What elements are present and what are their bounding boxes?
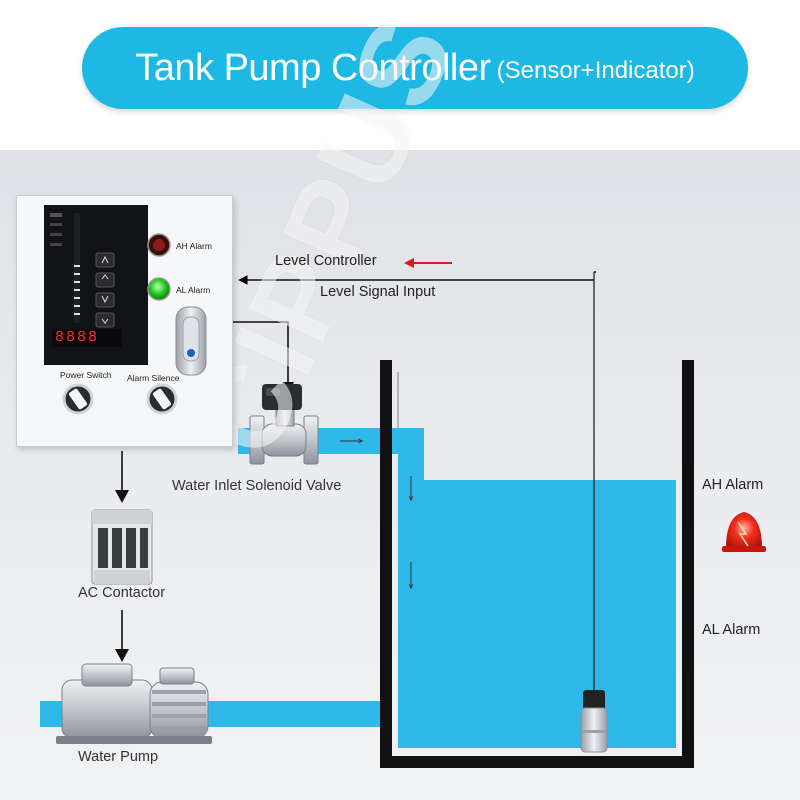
red-arrow-head — [404, 258, 414, 268]
contactor-arrow-head — [115, 490, 129, 503]
tank-water — [398, 480, 676, 748]
meter-buttons[interactable] — [95, 252, 115, 328]
tank-wall — [380, 360, 694, 768]
alarm-silence-label: Alarm Silence — [127, 373, 180, 383]
alarm-beacon-icon — [722, 512, 766, 552]
water-pump-illustration — [56, 663, 212, 744]
pump-arrow-head — [115, 649, 129, 662]
al-level-marker — [682, 625, 694, 635]
ac-contactor-label: AC Contactor — [78, 585, 166, 601]
panel-al-alarm-label: AL Alarm — [176, 285, 211, 295]
level-controller-label: Level Controller — [275, 253, 377, 269]
banner-title: Tank Pump Controller — [135, 46, 491, 89]
al-alarm-lamp — [147, 277, 171, 301]
panel-ah-alarm-label: AH Alarm — [176, 241, 212, 251]
ah-level-marker — [682, 481, 694, 491]
solenoid-valve-label: Water Inlet Solenoid Valve — [172, 478, 342, 494]
water-pump-label: Water Pump — [78, 749, 159, 765]
ac-contactor — [91, 509, 153, 585]
alarm-silence-knob[interactable] — [146, 383, 178, 415]
level-signal-input-label: Level Signal Input — [320, 284, 436, 300]
tank-al-alarm-label: AL Alarm — [702, 622, 761, 638]
valve-control-line — [231, 321, 289, 388]
title-banner-text: Tank Pump Controller (Sensor+Indicator) — [82, 27, 748, 109]
level-sensor-probe — [580, 690, 608, 753]
title-banner — [82, 27, 748, 109]
power-switch-knob[interactable] — [62, 383, 94, 415]
banner-subtitle: (Sensor+Indicator) — [496, 57, 695, 84]
solenoid-valve — [249, 384, 319, 465]
panel-display-digits: 8888 — [55, 329, 100, 346]
control-panel-graphics — [44, 205, 207, 415]
tank-ah-alarm-label: AH Alarm — [702, 477, 764, 493]
signal-line — [240, 272, 596, 280]
power-switch-label: Power Switch — [60, 370, 112, 380]
